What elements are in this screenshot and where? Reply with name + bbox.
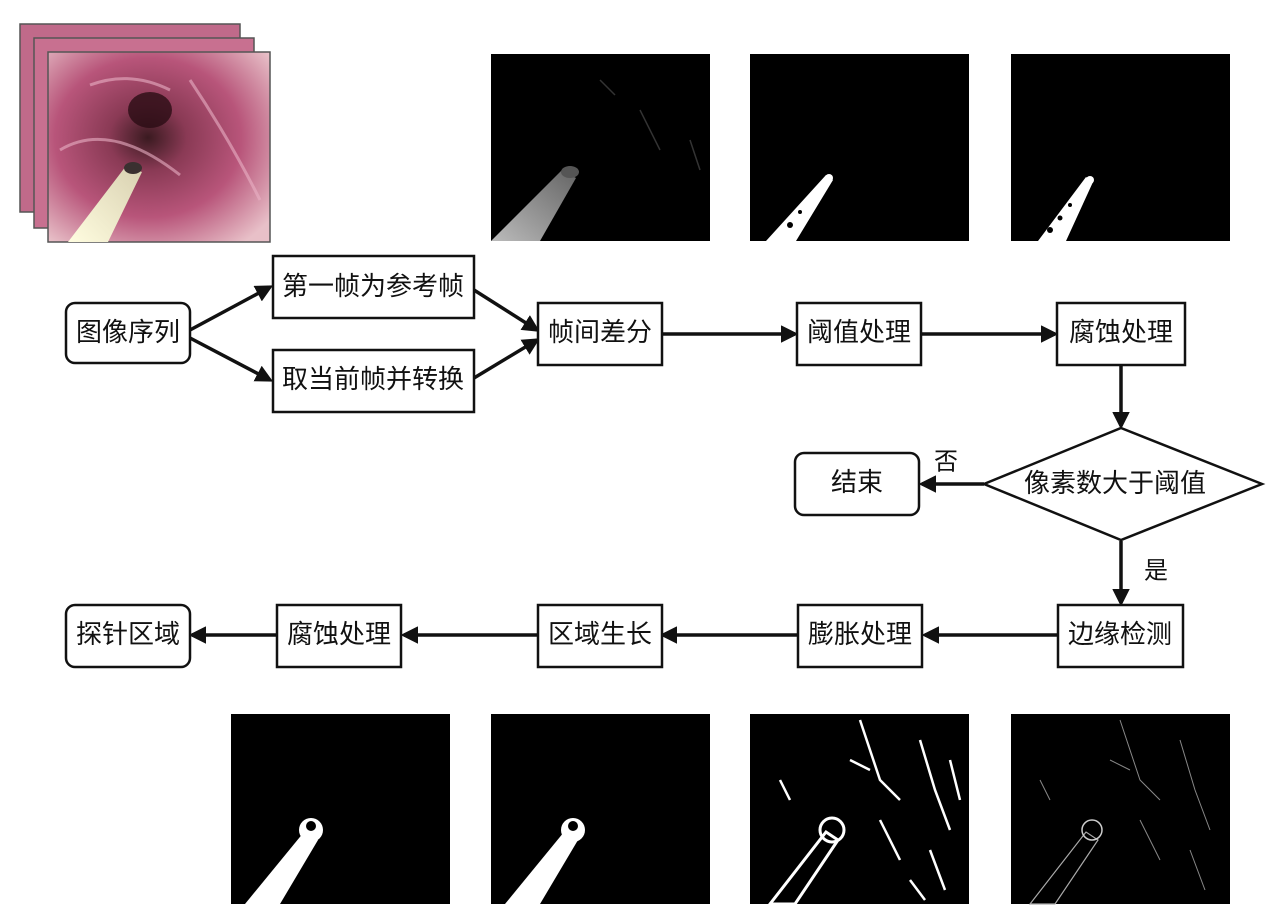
flow-edges <box>188 285 1130 644</box>
final-erosion-thumbnail <box>231 714 450 904</box>
node-region-growing: 区域生长 <box>536 603 664 669</box>
frame-difference-thumbnail <box>491 54 710 241</box>
node-label: 腐蚀处理 <box>1069 318 1173 348</box>
endoscope-image-stack <box>19 23 271 243</box>
node-decision-pixel-count: 像素数大于阈值 <box>980 426 1266 542</box>
edge-detection-thumbnail <box>1011 714 1230 905</box>
node-probe-region: 探针区域 <box>64 603 192 669</box>
edge-label-yes: 是 <box>1144 557 1168 585</box>
node-edge-detection: 边缘检测 <box>1056 603 1185 669</box>
node-label: 阈值处理 <box>807 318 911 348</box>
node-label: 边缘检测 <box>1068 620 1172 650</box>
region-growing-thumbnail <box>491 714 710 904</box>
node-label: 像素数大于阈值 <box>1024 469 1206 499</box>
erosion-thumbnail <box>1011 54 1230 241</box>
node-label: 结束 <box>831 468 883 498</box>
threshold-thumbnail <box>750 54 969 241</box>
node-label: 膨胀处理 <box>808 620 912 650</box>
edge-seq-to-ref <box>189 285 274 332</box>
node-label: 图像序列 <box>76 318 180 348</box>
node-dilation: 膨胀处理 <box>796 603 924 669</box>
edge-label-no: 否 <box>934 448 958 476</box>
node-threshold: 阈值处理 <box>795 301 923 367</box>
node-label: 帧间差分 <box>548 318 652 348</box>
node-label: 第一帧为参考帧 <box>282 272 464 302</box>
edge-current-to-diff <box>473 338 540 380</box>
node-label: 取当前帧并转换 <box>282 365 464 395</box>
dilation-thumbnail <box>750 714 969 906</box>
edge-ref-to-diff <box>473 288 540 332</box>
node-image-sequence: 图像序列 <box>64 301 192 365</box>
node-frame-difference: 帧间差分 <box>536 301 664 367</box>
node-current-frame-convert: 取当前帧并转换 <box>271 348 476 414</box>
node-erosion-1: 腐蚀处理 <box>1055 301 1187 367</box>
node-label: 区域生长 <box>548 620 652 650</box>
node-label: 腐蚀处理 <box>287 620 391 650</box>
edge-seq-to-current <box>189 336 274 382</box>
node-first-frame-reference: 第一帧为参考帧 <box>271 254 476 320</box>
node-erosion-2: 腐蚀处理 <box>275 603 403 669</box>
node-end: 结束 <box>793 451 921 517</box>
node-label: 探针区域 <box>76 620 180 650</box>
